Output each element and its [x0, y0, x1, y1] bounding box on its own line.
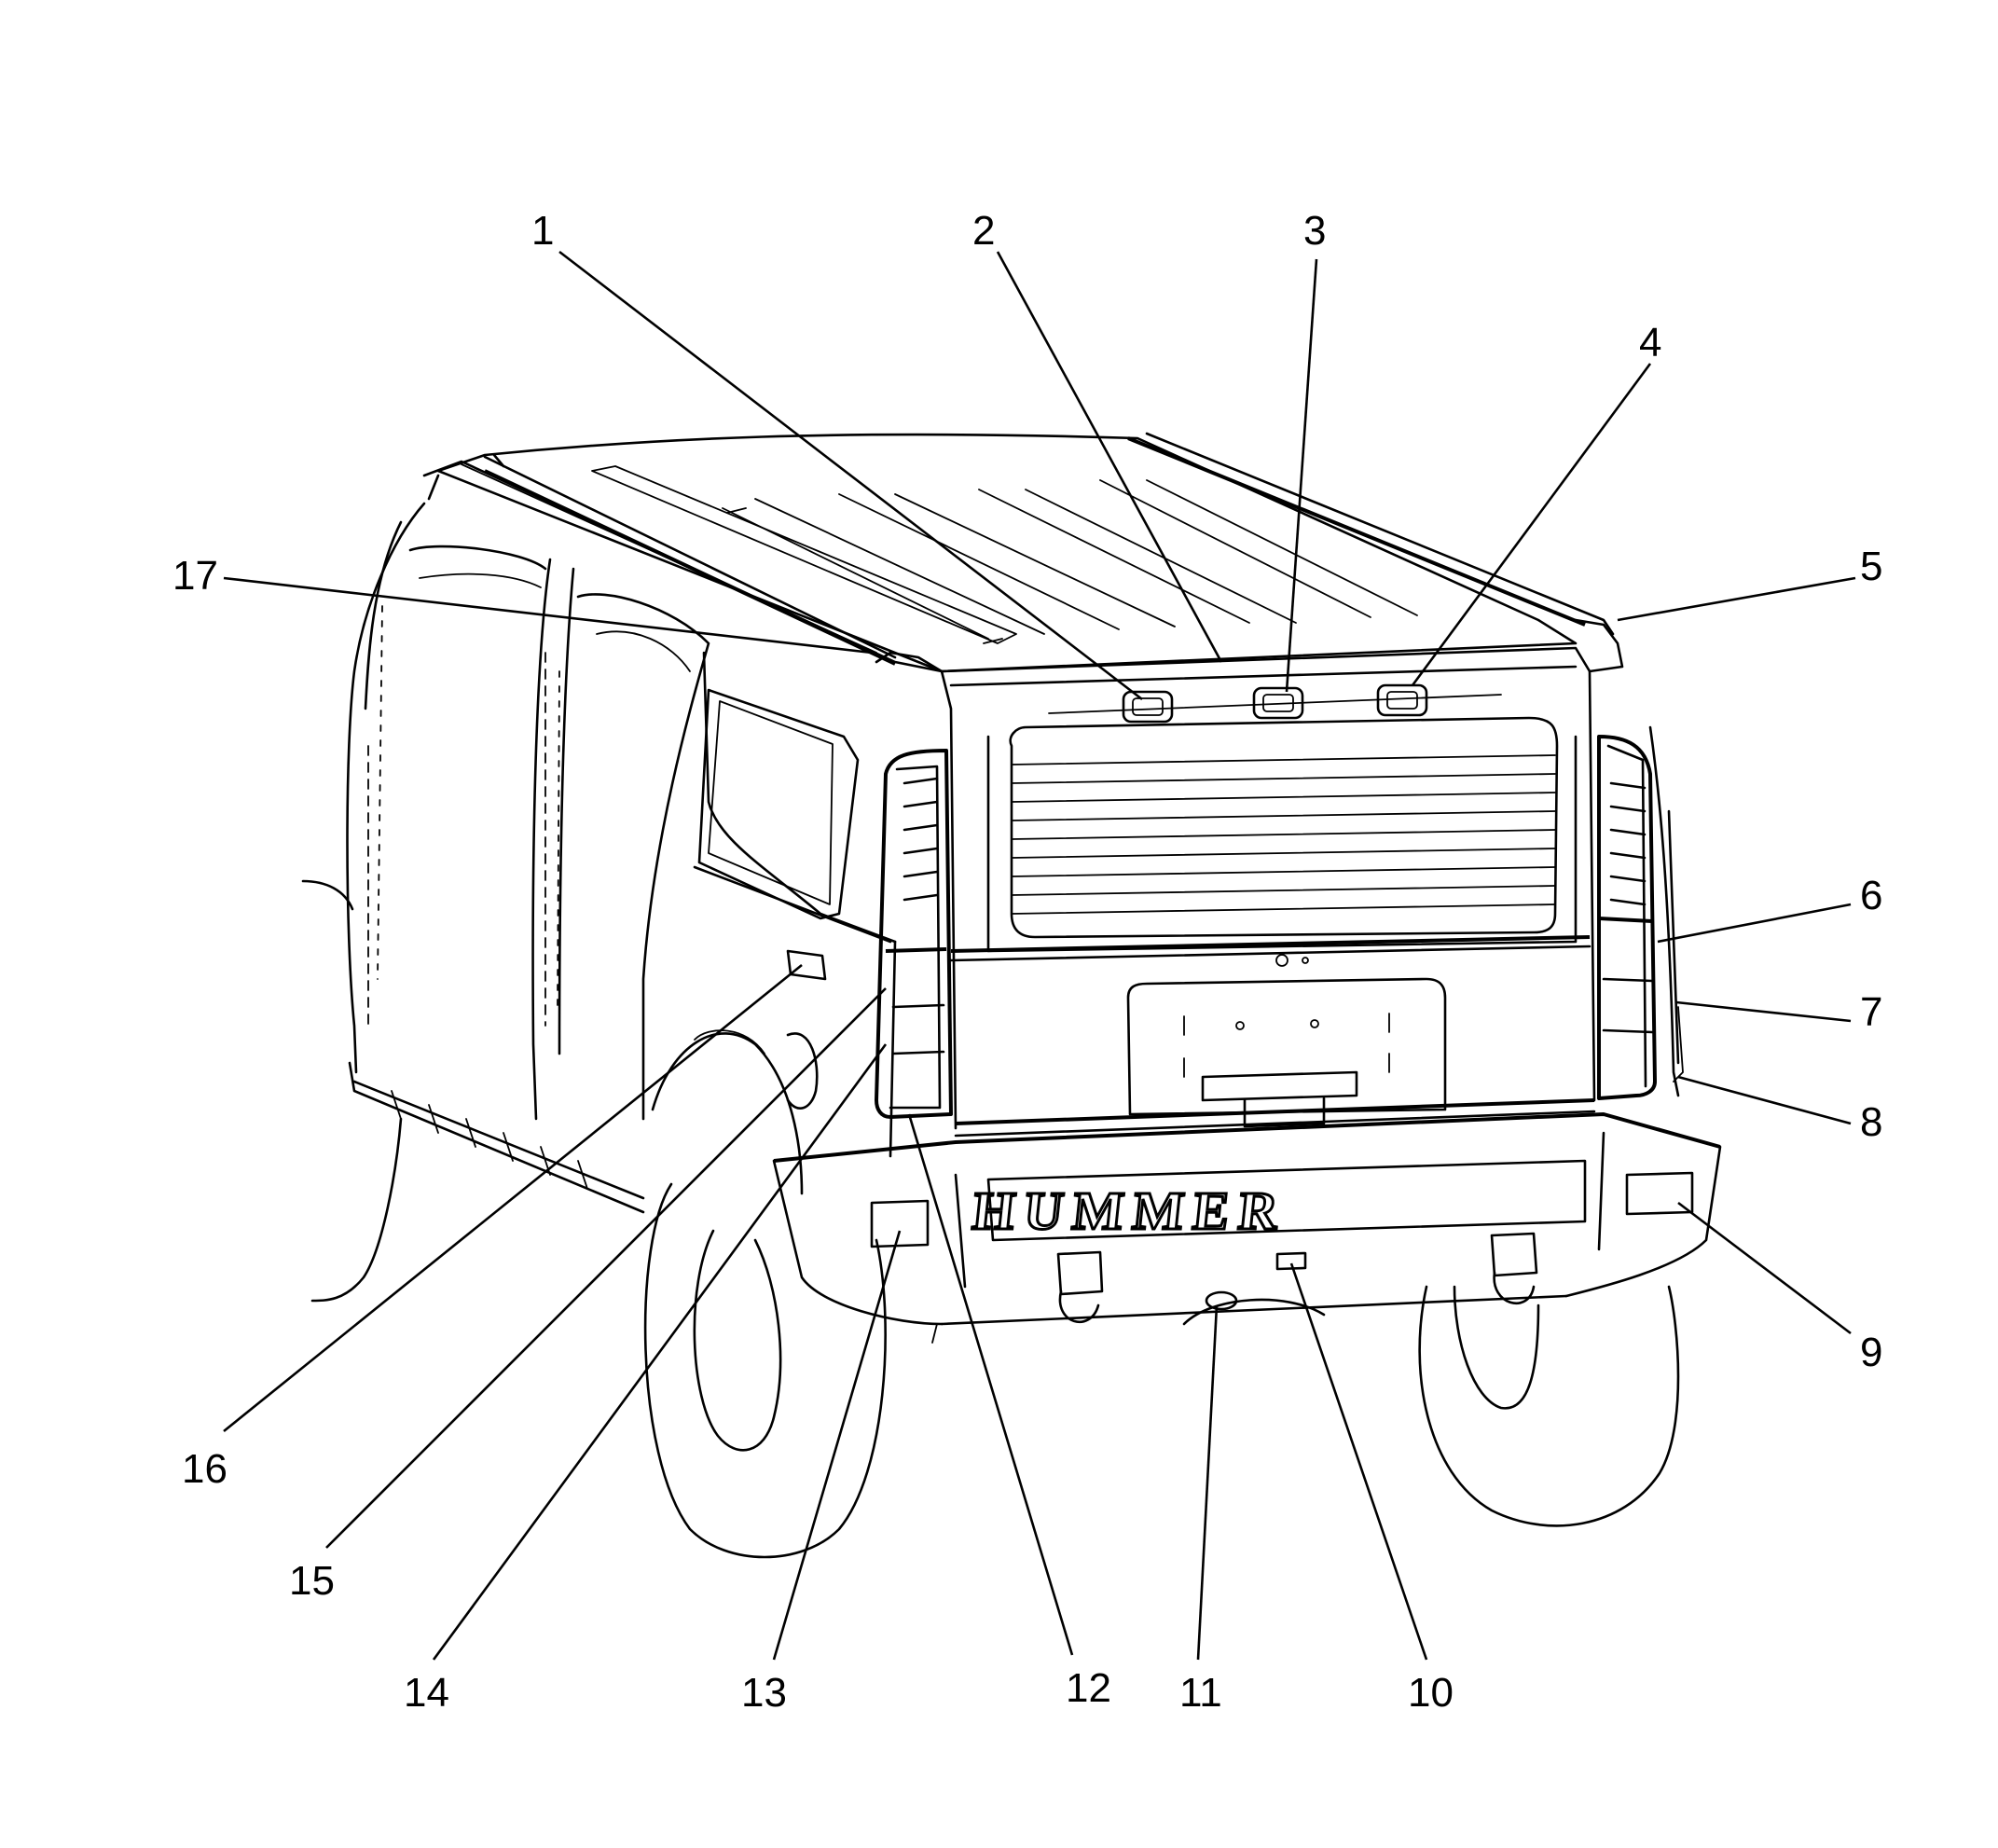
callout-7: 7	[1860, 989, 1882, 1035]
leader-17	[223, 576, 873, 655]
callout-1: 1	[531, 208, 554, 254]
leader-2	[996, 251, 1223, 663]
callout-leaders	[223, 250, 1856, 1661]
leader-14	[432, 1043, 888, 1661]
left-body-side	[301, 460, 944, 1303]
callout-8: 8	[1860, 1099, 1882, 1145]
leader-6	[1657, 903, 1852, 944]
callout-10: 10	[1408, 1670, 1454, 1716]
callout-5: 5	[1860, 544, 1882, 589]
leader-4	[1411, 363, 1652, 686]
leader-7	[1675, 1000, 1852, 1023]
callout-11: 11	[1179, 1670, 1222, 1716]
right-rear-tire	[1418, 1285, 1680, 1527]
rear-bumper: HUMMER	[772, 1112, 1722, 1344]
callout-2: 2	[972, 208, 995, 254]
right-tail-lamp	[1597, 725, 1684, 1100]
callout-9: 9	[1860, 1330, 1882, 1375]
leader-16	[223, 963, 803, 1433]
callout-14: 14	[404, 1670, 449, 1716]
roof-panel	[436, 432, 1624, 673]
callout-12: 12	[1066, 1665, 1111, 1711]
leader-15	[325, 987, 887, 1549]
leader-10	[1289, 1262, 1428, 1661]
leader-12	[907, 1113, 1074, 1656]
rear-liftgate	[940, 646, 1596, 1138]
leader-3	[1285, 258, 1318, 693]
bumper-emblem-text: HUMMER	[970, 1180, 1290, 1241]
callout-17: 17	[172, 553, 218, 599]
leader-1	[558, 250, 1143, 701]
callout-6: 6	[1860, 873, 1882, 918]
callout-16: 16	[182, 1446, 227, 1492]
callout-4: 4	[1639, 320, 1661, 365]
leader-13	[772, 1230, 902, 1661]
leader-9	[1677, 1201, 1852, 1335]
left-rear-tire	[643, 1182, 887, 1559]
leader-5	[1617, 576, 1856, 622]
roof-marker-lamps	[1122, 683, 1428, 724]
leader-11	[1196, 1304, 1219, 1661]
callout-labels: 1 2 3 4 5 6 7 8 9 10 11 12 13 14 15 16 1…	[172, 208, 1882, 1716]
leader-8	[1677, 1075, 1852, 1125]
callout-13: 13	[741, 1670, 787, 1716]
callout-3: 3	[1303, 208, 1326, 254]
callout-15: 15	[289, 1558, 335, 1604]
left-tail-lamp	[875, 749, 953, 1119]
